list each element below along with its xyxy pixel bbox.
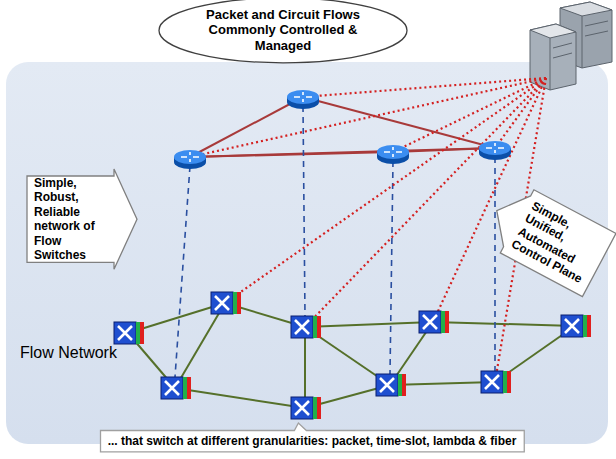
network-region bbox=[6, 62, 608, 444]
note-callout: ... that switch at different granulariti… bbox=[100, 430, 525, 452]
router-links bbox=[190, 97, 495, 157]
node-text: Simple, Robust, Reliable network of Flow… bbox=[34, 176, 108, 262]
flow-switches bbox=[114, 292, 591, 419]
switch-links bbox=[128, 303, 575, 408]
server-icon bbox=[530, 2, 612, 90]
routers bbox=[174, 90, 511, 169]
callout-arrow: Simple, Robust, Reliable network of Flow… bbox=[26, 168, 138, 270]
node-text: ... that switch at different granulariti… bbox=[108, 434, 517, 448]
region-label: Flow Network bbox=[20, 344, 117, 362]
control-links bbox=[190, 78, 546, 382]
node-text: Packet and Circuit Flows Commonly Contro… bbox=[192, 7, 374, 54]
controller-ellipse: Packet and Circuit Flows Commonly Contro… bbox=[158, 0, 408, 63]
